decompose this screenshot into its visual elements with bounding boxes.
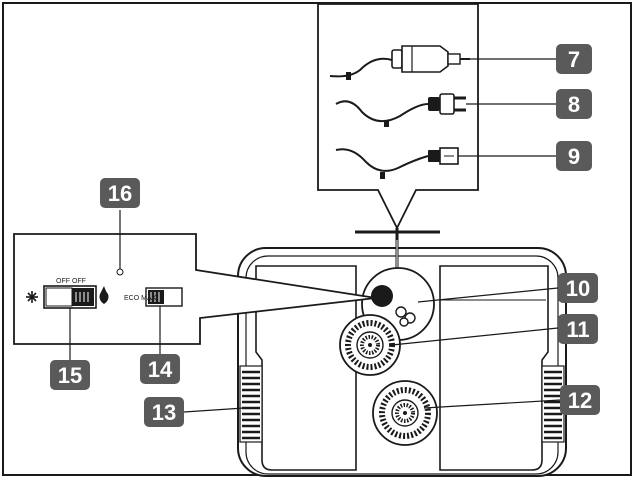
switch-inset: OFF OFF ECO MAX bbox=[13, 210, 377, 360]
callout-10-label: 10 bbox=[566, 276, 590, 301]
leader-line-12 bbox=[423, 399, 561, 409]
flame-icon bbox=[99, 286, 109, 304]
ac-plug-cable bbox=[335, 93, 466, 127]
callout-9-badge bbox=[556, 141, 592, 171]
mode-switch bbox=[43, 285, 97, 309]
switch-inset-box bbox=[13, 233, 377, 345]
callout-16: 16 bbox=[100, 178, 140, 208]
callout-12-label: 12 bbox=[568, 388, 592, 413]
callout-7-label: 7 bbox=[568, 47, 580, 72]
right-side-panel bbox=[439, 265, 549, 471]
callout-13-badge bbox=[144, 397, 184, 427]
callout-13: 13 bbox=[144, 397, 184, 427]
leader-line-11 bbox=[391, 327, 559, 346]
callout-16-badge bbox=[100, 178, 140, 208]
callout-11-label: 11 bbox=[566, 317, 589, 342]
callout-13-label: 13 bbox=[152, 400, 176, 425]
left-vent-grille bbox=[239, 365, 263, 443]
callout-15-label: 15 bbox=[58, 363, 82, 388]
eco-max-switch bbox=[145, 287, 183, 307]
callout-15: 15 bbox=[50, 360, 90, 390]
leader-line-13 bbox=[183, 407, 245, 413]
usb-cable bbox=[335, 147, 459, 179]
callout-11-badge bbox=[558, 314, 598, 344]
callout-14-label: 14 bbox=[148, 357, 173, 382]
callout-8-badge bbox=[556, 89, 592, 119]
callout-12: 12 bbox=[560, 385, 600, 415]
callout-16-label: 16 bbox=[108, 181, 132, 206]
callout-7: 7 bbox=[556, 44, 592, 74]
callout-9: 9 bbox=[556, 141, 592, 171]
mode-switch-label: OFF OFF bbox=[56, 278, 86, 285]
car-plug-cable bbox=[329, 45, 470, 80]
right-vent-grille bbox=[541, 365, 565, 443]
leader-line-10 bbox=[417, 287, 559, 303]
callout-10: 10 bbox=[558, 273, 598, 303]
cable-inset bbox=[317, 3, 556, 231]
eco-switch-label: ECO MAX bbox=[124, 295, 157, 302]
lower-fan bbox=[372, 380, 438, 446]
callout-9-label: 9 bbox=[568, 144, 580, 169]
callout-14-badge bbox=[140, 354, 180, 384]
callout-11: 11 bbox=[558, 314, 598, 344]
callout-8: 8 bbox=[556, 89, 592, 119]
callout-10-badge bbox=[558, 273, 598, 303]
snowflake-icon bbox=[26, 291, 38, 303]
callout-8-label: 8 bbox=[568, 92, 580, 117]
cooler-body bbox=[183, 228, 567, 477]
upper-fan bbox=[339, 314, 401, 376]
callout-12-badge bbox=[560, 385, 600, 415]
callout-15-badge bbox=[50, 360, 90, 390]
indicator-light bbox=[116, 268, 124, 276]
callout-14: 14 bbox=[140, 354, 180, 384]
callout-7-badge bbox=[556, 44, 592, 74]
